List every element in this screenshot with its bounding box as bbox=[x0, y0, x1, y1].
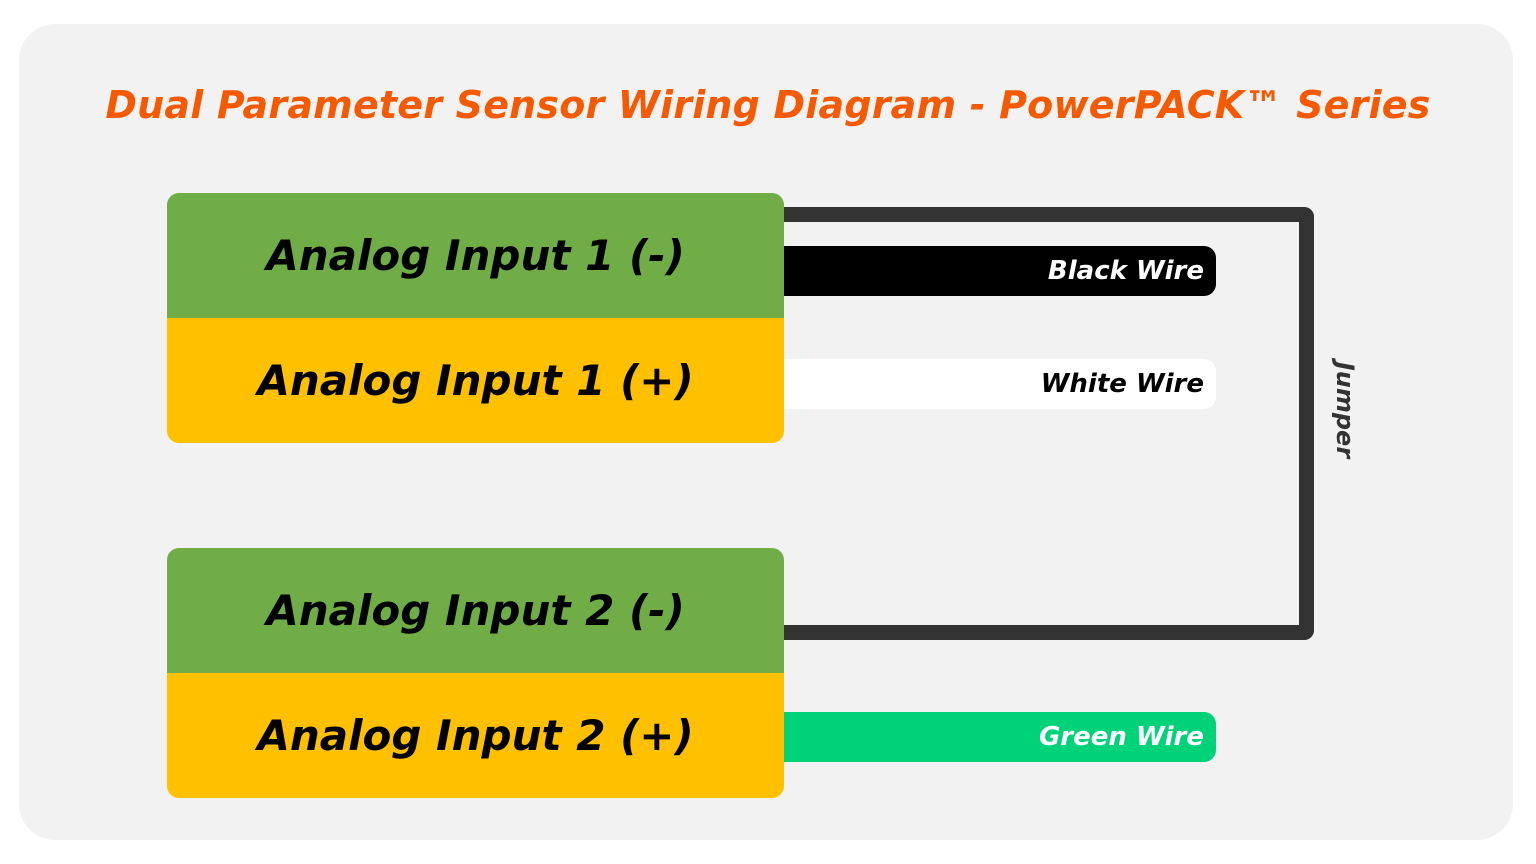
terminal-block-1: Analog Input 1 (-) Analog Input 1 (+) bbox=[167, 193, 784, 443]
white-wire: White Wire bbox=[784, 359, 1216, 409]
analog-input-2-positive: Analog Input 2 (+) bbox=[167, 673, 784, 798]
jumper-wire bbox=[784, 207, 1314, 640]
black-wire-label: Black Wire bbox=[1047, 256, 1204, 286]
diagram-title: Dual Parameter Sensor Wiring Diagram - P… bbox=[105, 83, 1431, 127]
green-wire: Green Wire bbox=[784, 712, 1216, 762]
white-wire-label: White Wire bbox=[1040, 369, 1204, 399]
analog-input-1-positive: Analog Input 1 (+) bbox=[167, 318, 784, 443]
terminal-block-2: Analog Input 2 (-) Analog Input 2 (+) bbox=[167, 548, 784, 798]
analog-input-2-negative: Analog Input 2 (-) bbox=[167, 548, 784, 673]
green-wire-label: Green Wire bbox=[1038, 722, 1204, 752]
black-wire: Black Wire bbox=[784, 246, 1216, 296]
analog-input-1-negative: Analog Input 1 (-) bbox=[167, 193, 784, 318]
jumper-label: Jumper bbox=[1331, 361, 1359, 459]
